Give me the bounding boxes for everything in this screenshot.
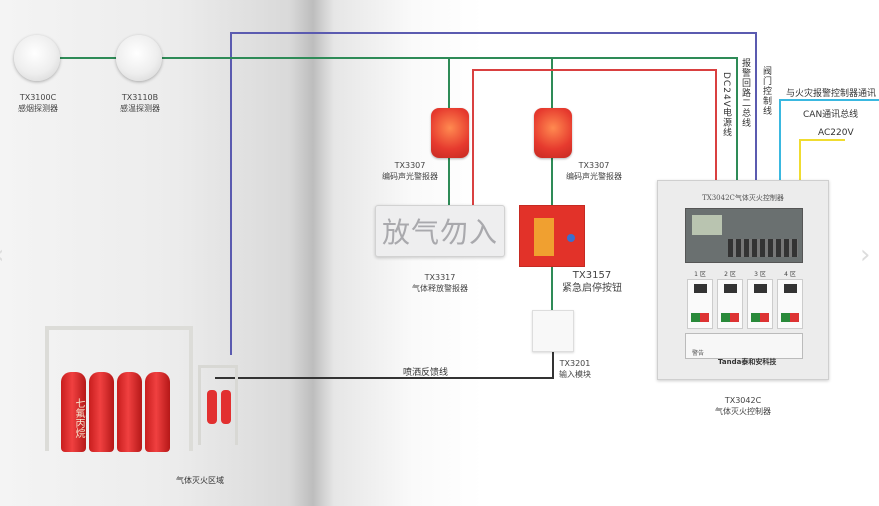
emergency-stop-button: [519, 205, 585, 267]
ac220v-wire: [799, 139, 845, 181]
smoke-detector-label: TX3100C 感烟探测器: [10, 92, 66, 114]
model: TX3157: [572, 270, 612, 281]
agent-cylinder: [145, 372, 170, 452]
alarm-bus-label: 报警回路二总线: [740, 58, 750, 128]
valve-control-wire: [230, 32, 757, 355]
strobe-alarm-1: [431, 108, 469, 158]
model: TX3317: [424, 273, 456, 282]
strobe-label-2: TX3307 编码声光警报器: [564, 160, 624, 182]
name: 紧急启停按钮: [562, 283, 622, 294]
strobe-alarm-2: [534, 108, 572, 158]
controller-panel-title: TX3042C气体灭火控制器: [702, 194, 784, 202]
gas-extinguishing-controller: TX3042C气体灭火控制器 1 区 2 区 3 区 4 区 警告 Tanda泰…: [657, 180, 829, 380]
agent-cylinder: 七氟丙烷: [61, 372, 86, 452]
prev-arrow-icon[interactable]: ‹: [0, 240, 4, 270]
name: 气体灭火控制器: [715, 407, 771, 416]
zone-area-label: 气体灭火区域: [176, 476, 224, 485]
gas-release-sign: 放气勿入: [375, 205, 505, 257]
feedback-wire: [215, 352, 554, 379]
nitrogen-cylinder: [207, 390, 217, 424]
model: TX3201: [559, 359, 591, 368]
nitrogen-rack: [198, 365, 238, 445]
name: 编码声光警报器: [566, 172, 622, 181]
name: 感烟探测器: [18, 104, 58, 113]
name: 编码声光警报器: [382, 172, 438, 181]
warning-plate: 警告: [685, 333, 803, 359]
strobe-label-1: TX3307 编码声光警报器: [380, 160, 440, 182]
model: TX3110B: [121, 93, 159, 102]
name: 输入模块: [559, 370, 591, 379]
zone-label: 3 区: [754, 271, 766, 278]
next-arrow-icon[interactable]: ›: [860, 240, 871, 270]
heat-detector-label: TX3110B 感温探测器: [110, 92, 170, 114]
nitrogen-cylinder: [221, 390, 231, 424]
fire-alarm-comm-label: 与火灾报警控制器通讯: [786, 89, 877, 99]
smoke-detector: [14, 35, 60, 81]
heat-detector: [116, 35, 162, 81]
zone-label: 2 区: [724, 271, 736, 278]
zone-module: [777, 279, 803, 329]
zone-module: [687, 279, 713, 329]
zone-label: 4 区: [784, 271, 796, 278]
can-wire: [779, 99, 879, 181]
lcd-display: [692, 215, 722, 235]
dc24v-wire: [472, 69, 717, 205]
zone-module: [747, 279, 773, 329]
dc24v-label: DC24V电源线: [721, 72, 731, 138]
name: 感温探测器: [120, 104, 160, 113]
alarm-bus-wire: [40, 57, 738, 181]
keypad: [728, 239, 798, 257]
controller-label: TX3042C 气体灭火控制器: [712, 395, 774, 417]
model: TX3042C: [724, 396, 762, 405]
brand-logo: Tanda泰和安科技: [718, 358, 777, 366]
zone-label: 1 区: [694, 271, 706, 278]
cylinder-rack: [45, 326, 193, 451]
sign-text: 放气勿入: [381, 216, 498, 249]
warning-text: 警告: [692, 350, 705, 357]
name: 气体释放警报器: [412, 284, 468, 293]
agent-cylinder: [117, 372, 142, 452]
module-label: TX3201 输入模块: [558, 358, 592, 380]
valve-wire-label: 阀门控制线: [761, 66, 771, 116]
button-label: TX3157 紧急启停按钮: [562, 269, 622, 295]
ac220v-label: AC220V: [818, 128, 854, 138]
model: TX3307: [394, 161, 426, 170]
agent-cylinder: [89, 372, 114, 452]
sign-label: TX3317 气体释放警报器: [405, 272, 475, 294]
zone-module: [717, 279, 743, 329]
input-module: [532, 310, 574, 352]
control-panel: [685, 208, 803, 263]
model: TX3307: [578, 161, 610, 170]
model: TX3100C: [19, 93, 57, 102]
can-bus-label: CAN通讯总线: [803, 110, 859, 120]
feedback-wire-label: 喷洒反馈线: [403, 368, 449, 378]
